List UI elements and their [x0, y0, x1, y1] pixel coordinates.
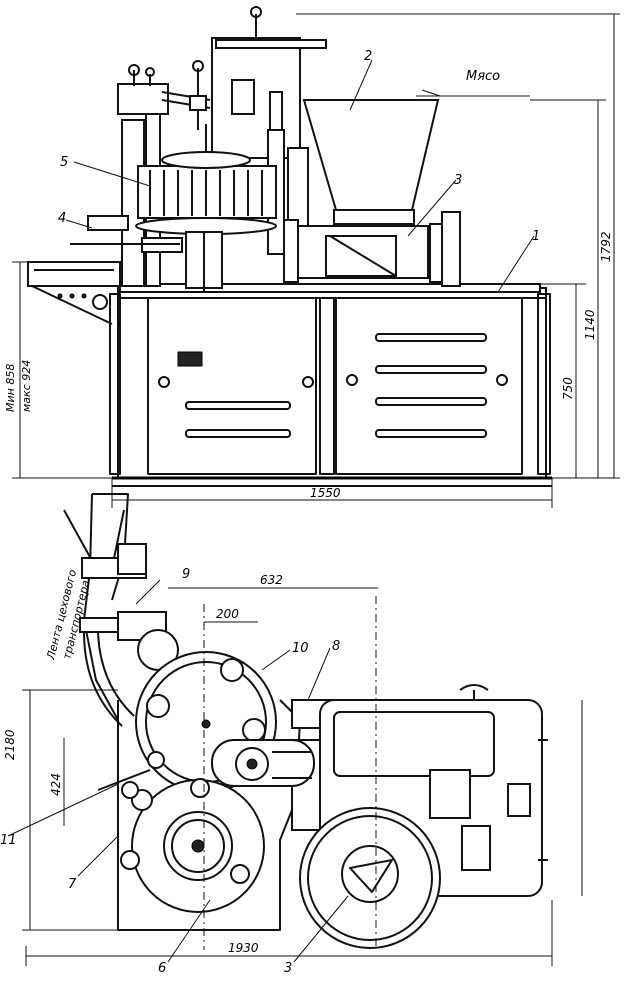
- mechanism-disk: [120, 778, 265, 913]
- meat-hopper: [302, 99, 440, 225]
- label-11: 11: [0, 833, 17, 848]
- dim-200: 200: [216, 607, 239, 621]
- label-2: 2: [364, 49, 372, 64]
- dim-min-height: Мин 858: [4, 364, 17, 412]
- side-view: 5 4 2 Мясо 3 1 1550 750 1140 1792 Мин 85…: [4, 6, 620, 508]
- dim-1140: 1140: [583, 309, 597, 340]
- cabinet-door-left: [147, 297, 317, 475]
- label-5: 5: [60, 155, 68, 170]
- label-1: 1: [532, 229, 540, 244]
- label-7: 7: [68, 877, 77, 892]
- label-8: 8: [332, 639, 340, 654]
- label-3-top: 3: [284, 961, 292, 976]
- forming-drum: [135, 124, 277, 235]
- dim-1930: 1930: [228, 941, 259, 955]
- label-9: 9: [182, 567, 190, 582]
- label-4: 4: [58, 211, 66, 226]
- label-3: 3: [454, 173, 462, 188]
- dim-424: 424: [49, 773, 63, 796]
- label-meat: Мясо: [466, 69, 500, 84]
- top-view: Лента цехового транспортера 9 10 8 11 7 …: [0, 493, 583, 976]
- cabinet-door-right: [335, 297, 523, 475]
- dim-1792: 1792: [599, 231, 613, 262]
- vent-slots-left: [185, 401, 291, 438]
- label-10: 10: [292, 641, 309, 656]
- conveyor-shelf: [27, 261, 121, 287]
- dim-632: 632: [260, 573, 283, 587]
- dim-2180: 2180: [3, 729, 17, 760]
- machine-base-cabinet: [117, 287, 547, 479]
- auger-housing: [283, 211, 461, 287]
- feed-drum: [299, 807, 441, 949]
- dim-max-height: макс 924: [20, 360, 33, 412]
- top-frame: [211, 37, 301, 159]
- dim-1550: 1550: [310, 486, 341, 500]
- vent-slots-right: [375, 333, 487, 438]
- label-6: 6: [158, 961, 166, 976]
- dim-750: 750: [561, 377, 575, 400]
